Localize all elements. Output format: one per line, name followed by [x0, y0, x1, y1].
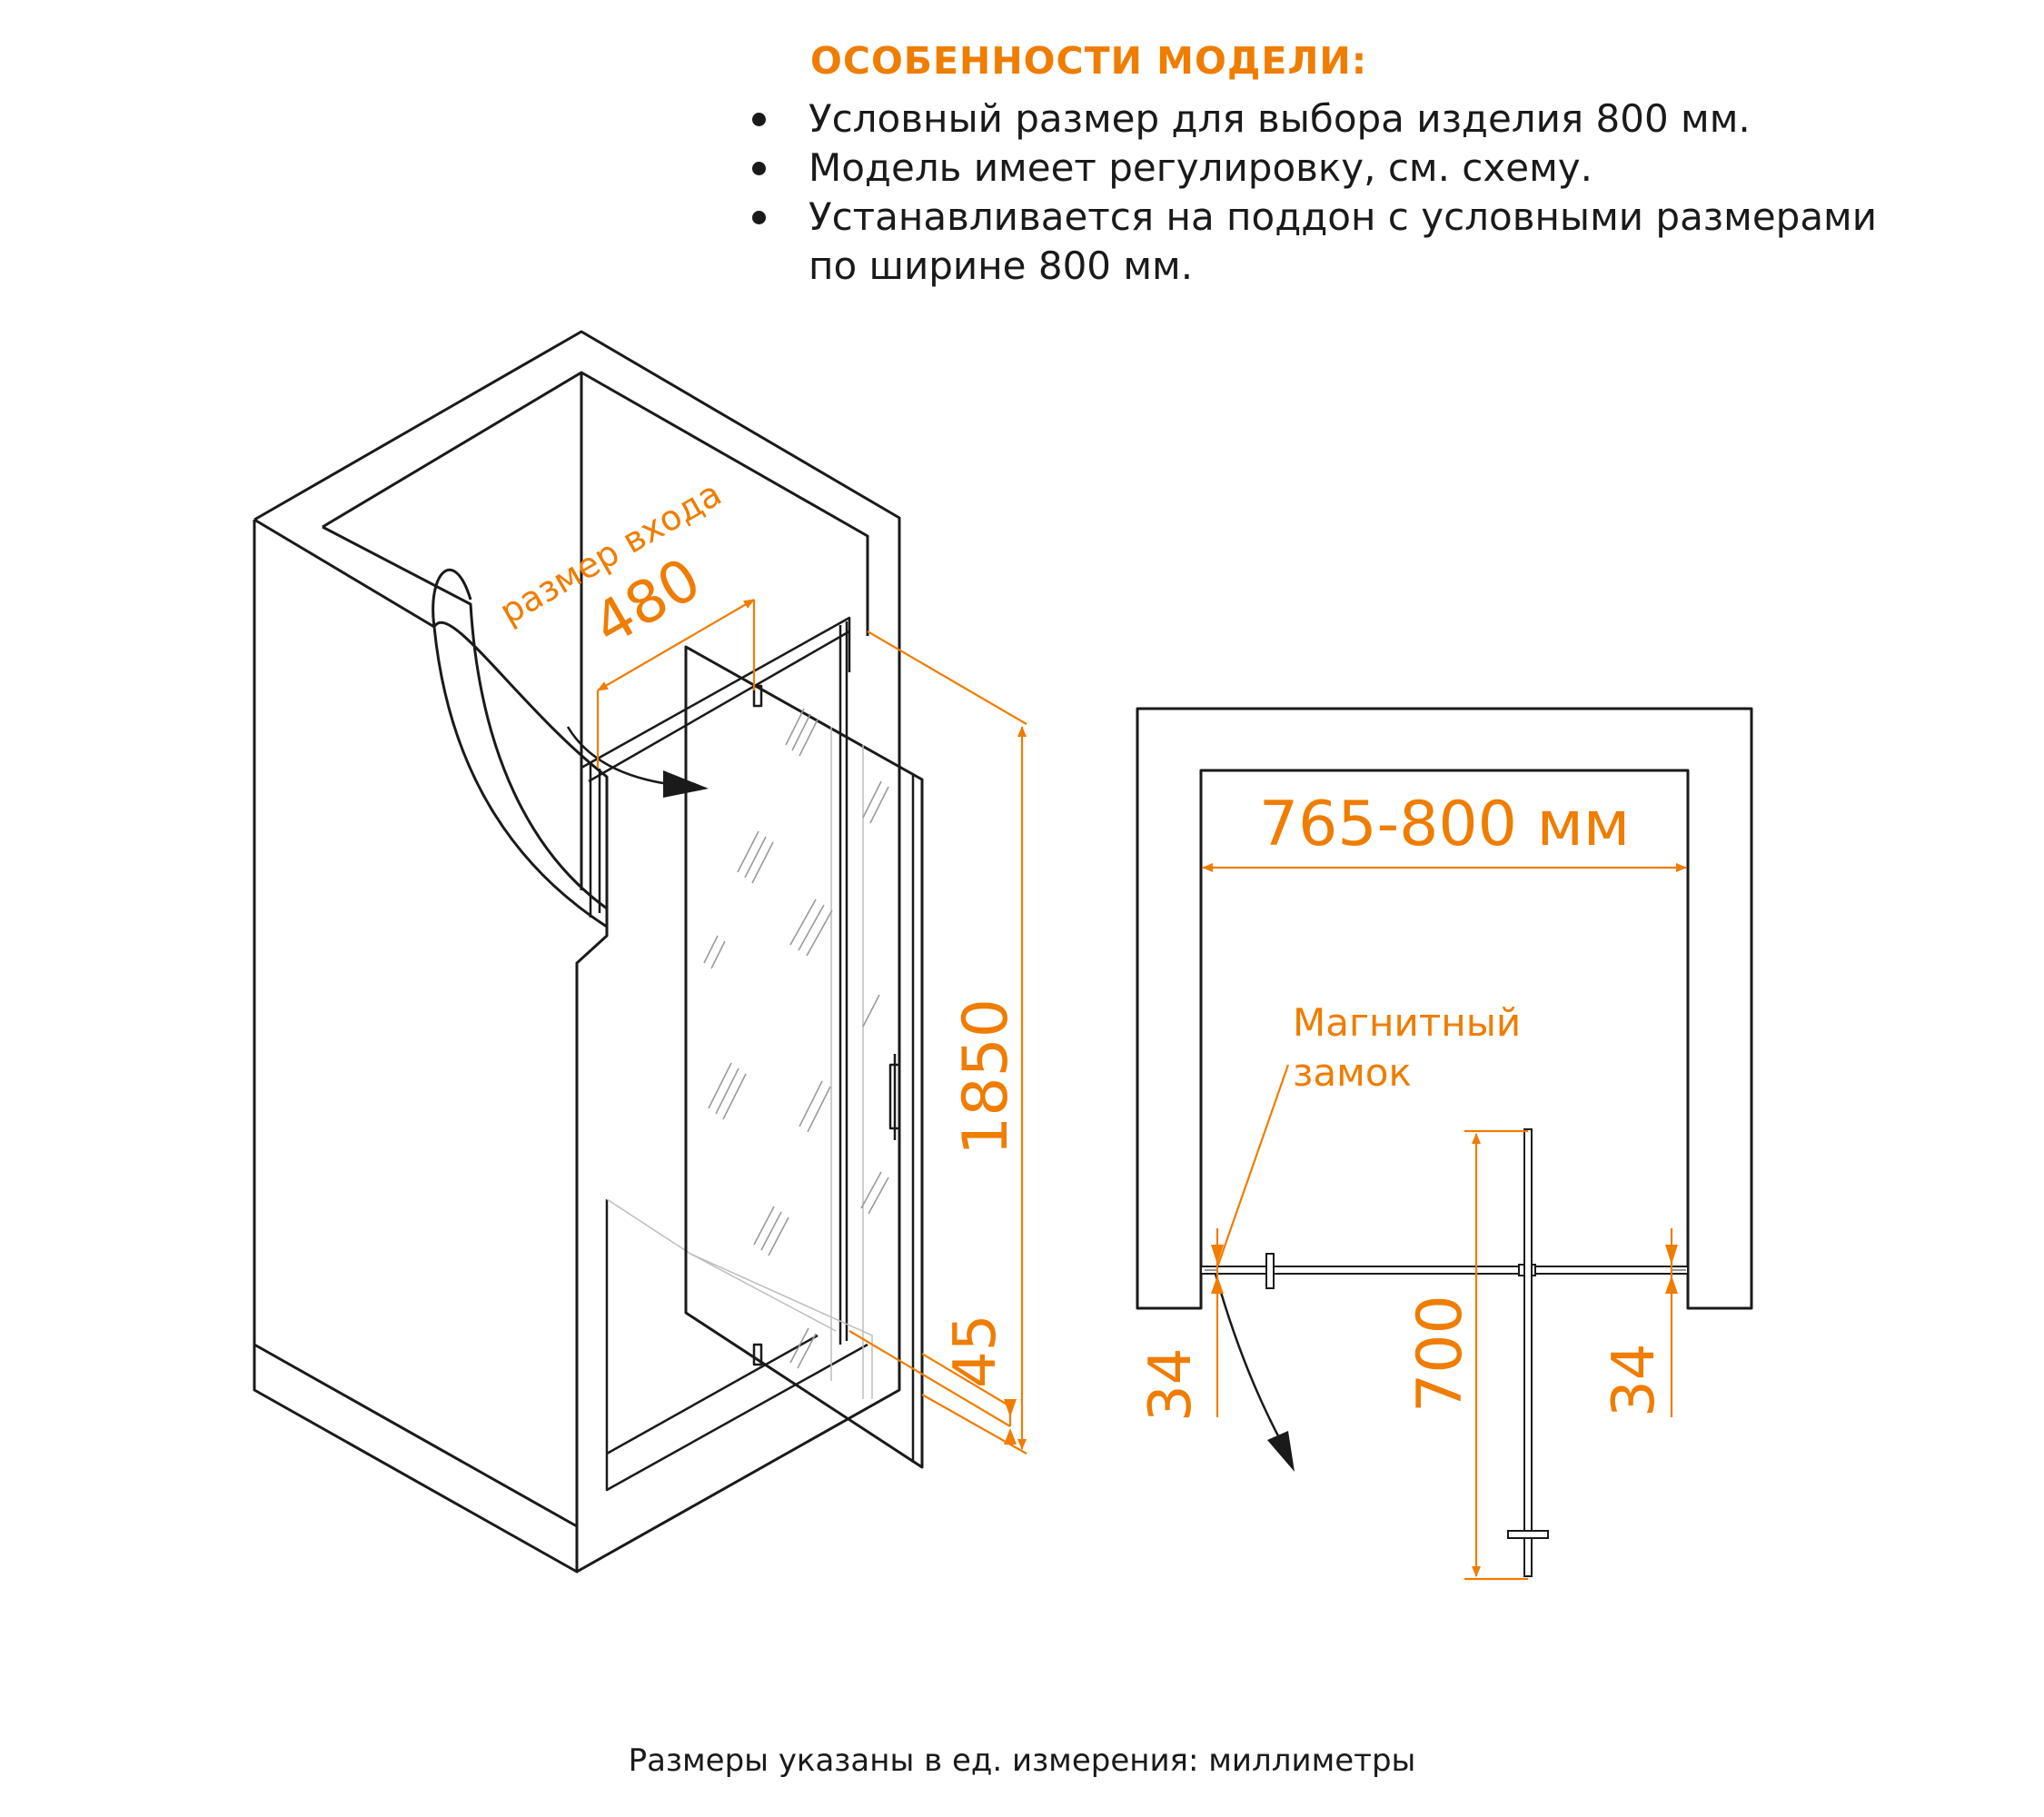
iso-top-rail-inner — [588, 630, 850, 783]
feature-item: Модель имеет регулировку, см. схему. — [745, 144, 1926, 193]
plan-swing-arrow — [1214, 1273, 1285, 1445]
iso-floor-line — [606, 1198, 837, 1332]
lock-label-line2: замок — [1293, 1050, 1412, 1095]
iso-wall-inner — [322, 371, 869, 636]
plan-door-open — [1523, 1128, 1533, 1577]
iso-door-panel — [684, 645, 924, 1469]
plan-swing-arrowhead — [1267, 1431, 1295, 1472]
right-gap-value: 34 — [1601, 1344, 1668, 1417]
iso-hinge-top — [752, 684, 763, 708]
door-swing-value: 700 — [1404, 1295, 1476, 1413]
plan-walls — [1136, 707, 1753, 1310]
feature-item: Устанавливается на поддон с условными ра… — [745, 193, 1926, 291]
iso-base-left — [253, 1345, 579, 1574]
iso-arch-inner — [322, 525, 608, 910]
iso-tray-edge — [606, 1334, 819, 1455]
features-list: Условный размер для выбора изделия 800 м… — [745, 94, 1926, 291]
iso-swing-arrowhead — [663, 770, 709, 798]
plan-door-closed — [1200, 1266, 1689, 1275]
iso-handle — [888, 1063, 901, 1130]
model-features: ОСОБЕННОСТИ МОДЕЛИ: Условный размер для … — [745, 36, 1926, 291]
plan-handle-open — [1507, 1530, 1549, 1539]
iso-base-right — [576, 1258, 901, 1574]
height-value: 1850 — [950, 998, 1022, 1156]
lock-label-line1: Магнитный — [1293, 1000, 1521, 1045]
iso-top-rail — [580, 616, 851, 769]
width-range: 765-800 мм — [1259, 789, 1630, 860]
dim-bottom-extension — [848, 1330, 1011, 1427]
footer-note: Размеры указаны в ед. измерения: миллиме… — [628, 1743, 1416, 1779]
iso-floor-reflection — [690, 1253, 873, 1399]
feature-item: Условный размер для выбора изделия 800 м… — [745, 94, 1926, 144]
lock-leader — [1215, 1064, 1290, 1268]
bottom-offset-value: 45 — [942, 1315, 1009, 1388]
iso-hinge-bottom — [752, 1343, 763, 1366]
dim-door-swing-extension — [1464, 1129, 1528, 1581]
iso-tray — [605, 1199, 868, 1492]
glass-hatch — [703, 708, 889, 1369]
features-title: ОСОБЕННОСТИ МОДЕЛИ: — [810, 39, 1368, 83]
iso-wall-top — [253, 330, 901, 1258]
iso-shower-view: размер входа 480 1850 45 — [253, 330, 1027, 1574]
plan-view: 765-800 мм Магнитный замок 700 34 34 — [1136, 707, 1753, 1581]
dim-entry-width — [597, 599, 755, 691]
left-gap-value: 34 — [1137, 1348, 1205, 1422]
iso-left-wall — [253, 520, 609, 1528]
iso-left-face — [253, 518, 608, 928]
dim-entry-extension — [596, 600, 756, 768]
plan-handle-closed — [1265, 1253, 1275, 1289]
